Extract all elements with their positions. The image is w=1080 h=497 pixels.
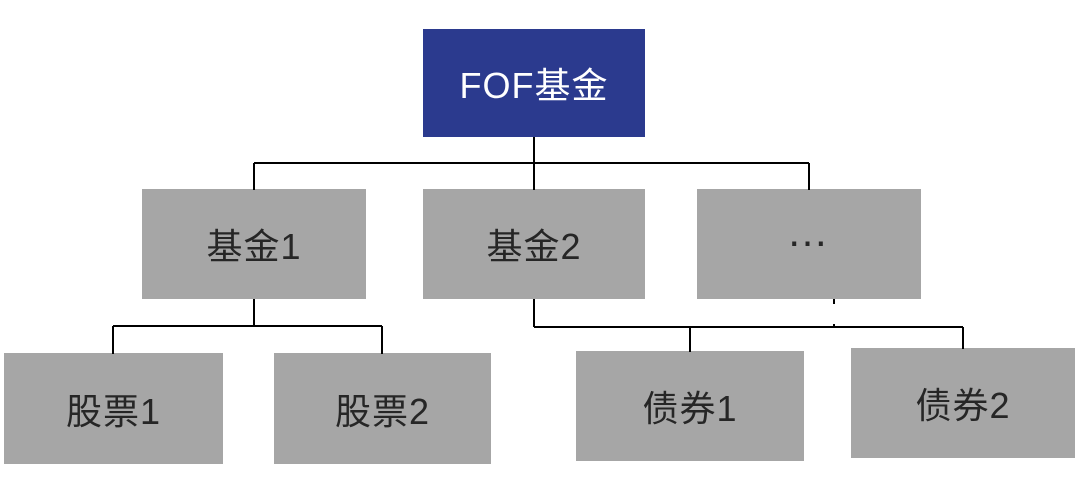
connector-mask-rect <box>775 304 900 324</box>
node-stock-1-label: 股票1 <box>65 390 162 432</box>
node-fund-1-label: 基金1 <box>206 226 302 267</box>
node-fund-1: 基金1 <box>139 186 369 302</box>
node-stock-1: 股票1 <box>1 350 226 467</box>
node-fof-fund: FOF基金 <box>420 26 648 140</box>
node-fof-fund-label: FOF基金 <box>459 65 609 106</box>
node-fund-2: 基金2 <box>420 186 648 302</box>
node-fund-2-label: 基金2 <box>486 226 582 267</box>
node-bond-2: 债券2 <box>848 345 1078 461</box>
node-stock-2-label: 股票2 <box>334 390 431 432</box>
node-bond-1-label: 债券1 <box>642 388 738 429</box>
node-ellipsis: … <box>694 186 924 302</box>
node-bond-1: 债券1 <box>573 348 807 464</box>
node-stock-2: 股票2 <box>271 350 494 467</box>
node-ellipsis-label: … <box>786 208 832 256</box>
node-bond-2-label: 债券2 <box>915 385 1011 426</box>
